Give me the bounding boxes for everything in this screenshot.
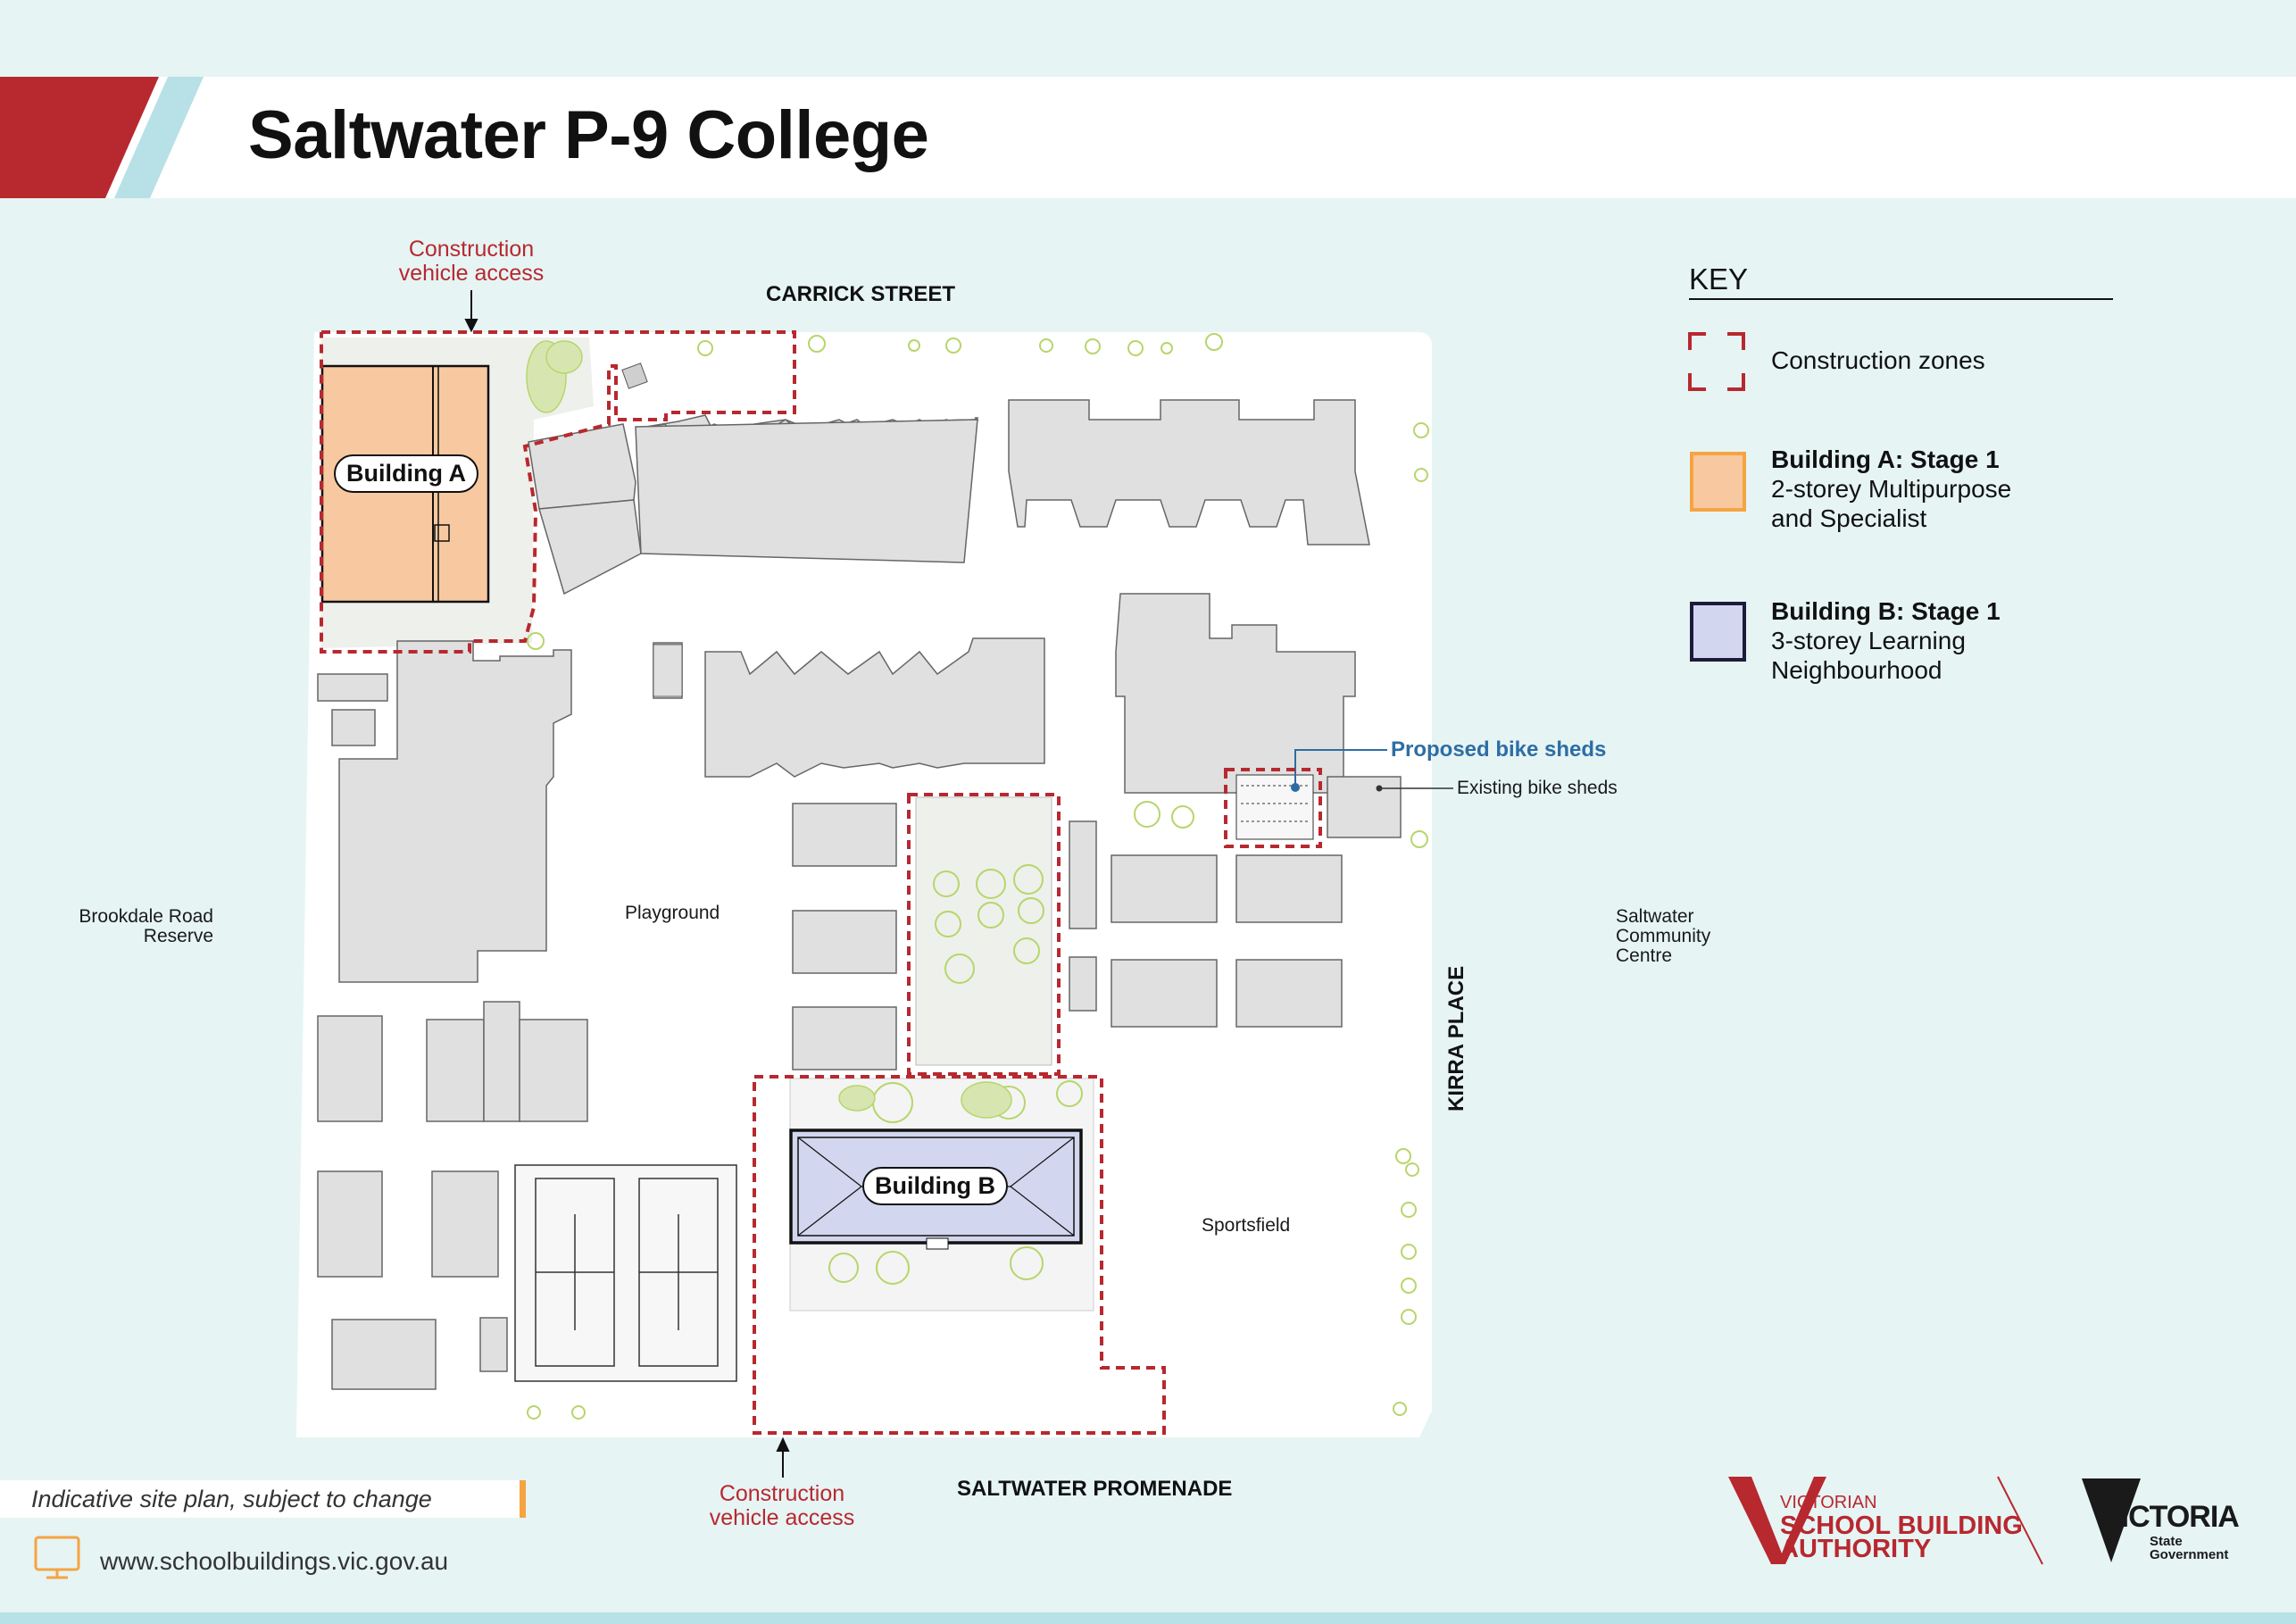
key-title: KEY bbox=[1689, 262, 1749, 296]
existing-building bbox=[479, 1317, 508, 1372]
existing-building bbox=[338, 640, 572, 983]
existing-building bbox=[317, 1015, 383, 1122]
existing-building bbox=[1069, 820, 1097, 929]
victoria-logo: VICTORIA State Government bbox=[2101, 1500, 2240, 1562]
existing-building bbox=[792, 1006, 897, 1070]
garden-bed bbox=[915, 796, 1052, 1066]
construction-zone-b bbox=[753, 1075, 1166, 1435]
disclaimer-box bbox=[0, 1480, 526, 1518]
access-arrows bbox=[464, 290, 790, 1478]
existing-building bbox=[1235, 854, 1343, 923]
existing-building bbox=[331, 1319, 437, 1390]
construction-zone-bikes bbox=[1224, 768, 1322, 848]
existing-building bbox=[1115, 593, 1356, 794]
website-link[interactable]: www.schoolbuildings.vic.gov.au bbox=[100, 1547, 449, 1575]
access-callout-south: Construction vehicle access bbox=[709, 1481, 855, 1530]
existing-building bbox=[1235, 959, 1343, 1028]
existing-building bbox=[483, 1001, 520, 1122]
shed bbox=[621, 362, 648, 389]
proposed-bike-sheds bbox=[1235, 749, 1387, 840]
existing-building bbox=[317, 673, 388, 702]
shrub-beds bbox=[526, 340, 1012, 1119]
existing-building bbox=[1008, 399, 1370, 545]
place-label-east: Saltwater Community Centre bbox=[1616, 906, 1711, 966]
key-item-zones: Construction zones bbox=[1771, 346, 1985, 374]
proposed-bike-sheds-label: Proposed bike sheds bbox=[1391, 737, 1607, 762]
tennis-courts bbox=[514, 1164, 737, 1382]
key-swatches bbox=[1688, 332, 1746, 662]
shed bbox=[653, 644, 683, 697]
existing-building bbox=[792, 803, 897, 867]
existing-building bbox=[635, 419, 978, 563]
existing-building bbox=[317, 1170, 383, 1278]
key-divider bbox=[1689, 298, 2113, 300]
construction-zone-a bbox=[320, 330, 796, 654]
trees bbox=[527, 333, 1429, 1420]
access-callout-north: Construction vehicle access bbox=[398, 237, 545, 286]
vsba-logo: VICTORIAN SCHOOL BUILDING AUTHORITY bbox=[1780, 1493, 2023, 1563]
page-title: Saltwater P-9 College bbox=[248, 97, 929, 173]
existing-building bbox=[431, 1170, 499, 1278]
footer-bar bbox=[0, 1612, 2296, 1624]
existing-building bbox=[1069, 956, 1097, 1012]
street-label-east: KIRRA PLACE bbox=[1444, 965, 1468, 1112]
key-item-building-a: Building A: Stage 1 2-storey Multipurpos… bbox=[1771, 446, 2012, 532]
existing-buildings bbox=[317, 399, 1402, 1390]
existing-building bbox=[528, 423, 636, 510]
header-band bbox=[0, 77, 2296, 198]
existing-building bbox=[426, 1019, 485, 1122]
street-label-north: CARRICK STREET bbox=[766, 282, 956, 306]
building-a-label: Building A bbox=[334, 454, 478, 493]
monitor-icon bbox=[34, 1536, 80, 1579]
existing-bike-sheds-label: Existing bike sheds bbox=[1457, 778, 1618, 798]
playground-label: Playground bbox=[625, 903, 720, 923]
construction-zone-garden bbox=[907, 793, 1061, 1076]
street-label-south: SALTWATER PROMENADE bbox=[957, 1477, 1233, 1501]
existing-building bbox=[1111, 854, 1218, 923]
existing-building bbox=[1111, 959, 1218, 1028]
existing-building bbox=[519, 1019, 588, 1122]
building-b-label: Building B bbox=[862, 1167, 1008, 1205]
header-stripes bbox=[0, 77, 204, 198]
construction-zones bbox=[320, 330, 1322, 1435]
place-label-west: Brookdale Road Reserve bbox=[79, 906, 213, 946]
existing-building bbox=[704, 637, 1045, 778]
existing-building bbox=[792, 910, 897, 974]
sportsfield-label: Sportsfield bbox=[1202, 1215, 1291, 1236]
vsba-logo-mark bbox=[1728, 1476, 2043, 1565]
existing-bike-shed bbox=[1327, 776, 1402, 838]
disclaimer-text: Indicative site plan, subject to change bbox=[31, 1486, 432, 1512]
victoria-logo-mark bbox=[2082, 1478, 2141, 1562]
existing-building bbox=[331, 709, 376, 746]
key-item-building-b: Building B: Stage 1 3-storey Learning Ne… bbox=[1771, 597, 2001, 684]
